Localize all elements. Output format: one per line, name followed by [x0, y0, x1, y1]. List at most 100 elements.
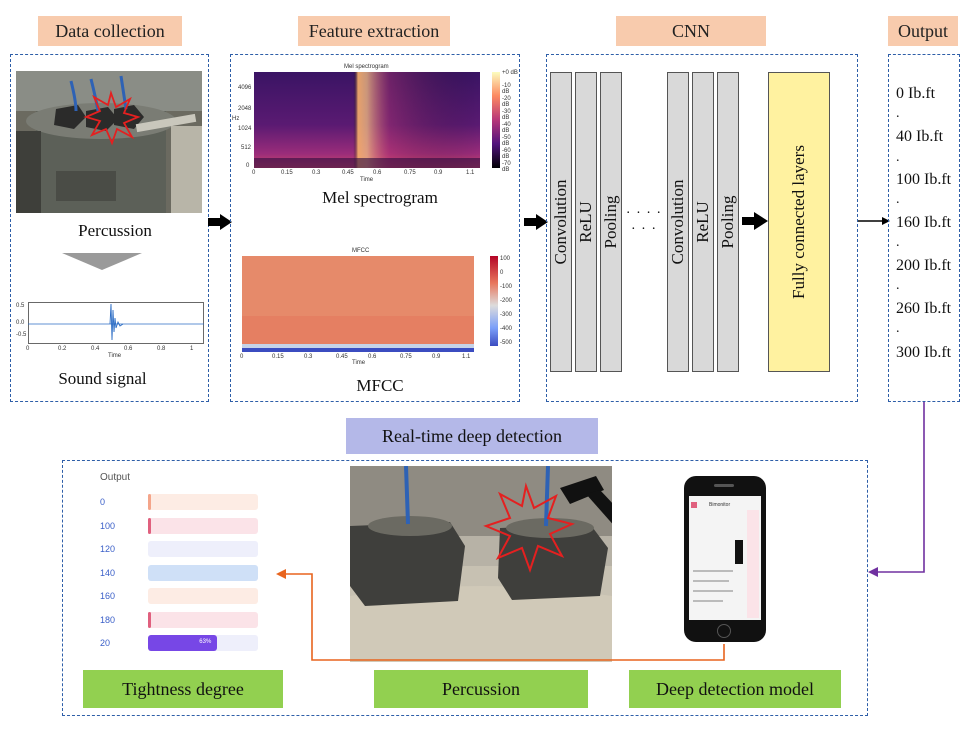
mfcc-xtick: 0.6	[368, 354, 377, 360]
mel-cbar: -20 dB	[502, 96, 511, 108]
cnn-layer-relu-2: ReLU	[692, 72, 714, 372]
app-bar-percent: 63%	[199, 639, 212, 645]
data-collection-box	[10, 54, 209, 402]
mfcc-xtick: 1.1	[462, 354, 471, 360]
mel-cbar: -40 dB	[502, 122, 511, 134]
mfcc-cbar: -400	[500, 326, 513, 332]
mfcc-xtick: 0.15	[272, 354, 284, 360]
down-arrow-icon	[62, 253, 142, 270]
percussion-caption: Percussion	[78, 221, 152, 240]
signal-xtick: 0.8	[157, 346, 166, 352]
header-feature-extraction: Feature extraction	[298, 16, 450, 46]
mel-ylabel: Hz	[232, 116, 240, 122]
output-value: 200 Ib.ft	[896, 257, 952, 274]
cnn-layer-relu: ReLU	[575, 72, 597, 372]
hammer-icon	[560, 476, 612, 524]
mel-xtick: 0.9	[434, 170, 443, 176]
mel-cbar: -50 dB	[502, 135, 511, 147]
phone-screen: Bimonitor	[689, 496, 761, 620]
mel-xtick: 0.3	[312, 170, 321, 176]
arrow-right-icon	[524, 214, 548, 230]
app-bar-fill	[148, 494, 151, 510]
app-bar-label: 160	[100, 591, 116, 601]
app-bar-fill	[148, 635, 218, 651]
output-dot: .	[896, 278, 900, 293]
output-box	[888, 54, 960, 402]
cnn-layer-pooling-2: Pooling	[717, 72, 739, 372]
output-dot: .	[896, 321, 900, 336]
output-value: 160 Ib.ft	[896, 214, 952, 231]
impact-star-icon	[483, 482, 576, 574]
mfcc-plot: MFCC 100 0 -100 -200 -300 -400 -500 0 0.…	[232, 248, 518, 366]
app-output-title: Output	[100, 472, 131, 483]
output-dot: .	[896, 106, 900, 121]
mel-title: Mel spectrogram	[344, 64, 389, 70]
app-bar-fill	[148, 517, 151, 534]
signal-xtick: 0.2	[58, 346, 67, 352]
mel-xtick: 1.1	[466, 170, 475, 176]
header-cnn: CNN	[616, 16, 766, 46]
arrow-right-icon	[742, 212, 768, 230]
app-bar-track	[148, 541, 258, 557]
mfcc-xtick: 0.45	[336, 354, 348, 360]
tightness-degree-label: Tightness degree	[83, 670, 283, 708]
signal-ytick: 0.5	[16, 303, 25, 309]
signal-xtick: 1	[190, 346, 194, 352]
sound-signal-caption: Sound signal	[58, 369, 147, 388]
mel-cbar: +0 dB	[502, 70, 518, 76]
output-value: 300 Ib.ft	[896, 344, 952, 361]
mfcc-xtick: 0.75	[400, 354, 412, 360]
mel-xtick: 0	[252, 170, 256, 176]
header-output: Output	[888, 16, 958, 46]
purple-connector-arrow	[868, 402, 925, 577]
mel-ytick: 0	[246, 163, 250, 169]
app-bar-fill	[148, 611, 152, 628]
mfcc-cbar: 100	[500, 256, 511, 262]
signal-xlabel: Time	[108, 353, 122, 359]
percussion-photo	[350, 466, 612, 662]
mel-xtick: 0.75	[404, 170, 416, 176]
signal-xtick: 0.6	[124, 346, 133, 352]
deep-detection-model-label: Deep detection model	[629, 670, 841, 708]
app-bar-track	[148, 494, 258, 510]
cnn-layer-convolution-2: Convolution	[667, 72, 689, 372]
output-dot: .	[896, 150, 900, 165]
mel-ytick: 512	[241, 145, 252, 151]
mel-ytick: 4096	[238, 85, 252, 91]
realtime-title: Real-time deep detection	[346, 418, 598, 454]
mel-xlabel: Time	[360, 177, 374, 183]
mel-cbar: -30 dB	[502, 109, 511, 121]
mel-xtick: 0.6	[373, 170, 382, 176]
phone-mockup: Bimonitor	[684, 476, 766, 642]
output-value: 260 Ib.ft	[896, 300, 952, 317]
mel-cbar: -60 dB	[502, 148, 511, 160]
signal-ytick: -0.5	[16, 332, 27, 338]
cnn-layer-convolution: Convolution	[550, 72, 572, 372]
app-bar-label: 100	[100, 520, 116, 531]
app-bar-label: 140	[100, 567, 116, 578]
output-value: 0 Ib.ft	[896, 85, 936, 102]
app-bar-label: 180	[100, 614, 116, 625]
bolt-photo	[16, 71, 202, 213]
feature-extraction-box	[230, 54, 520, 402]
mel-xtick: 0.45	[342, 170, 354, 176]
mfcc-xtick: 0	[240, 354, 244, 360]
mfcc-cbar: -200	[500, 298, 513, 304]
phone-app-title: Bimonitor	[709, 502, 731, 508]
phone-speaker	[714, 484, 734, 487]
mfcc-cbar: -100	[500, 284, 513, 290]
impact-star-icon	[83, 89, 141, 146]
phone-home-button	[717, 624, 731, 638]
mfcc-xtick: 0.3	[304, 354, 313, 360]
percussion-label: Percussion	[374, 670, 588, 708]
app-bar-track	[148, 517, 258, 534]
mfcc-cbar: -500	[500, 340, 513, 346]
output-value: 100 Ib.ft	[896, 171, 952, 188]
sound-signal-plot: 0.5 0.0 -0.5 0 0.2 0.4 0.6 0.8 1 Time	[16, 297, 206, 359]
cnn-layer-pooling: Pooling	[600, 72, 622, 372]
mel-cbar: -70 dB	[502, 161, 511, 173]
cnn-box	[546, 54, 858, 402]
mel-spectrogram-plot: Mel spectrogram	[232, 64, 518, 186]
orange-connector-arrow	[276, 569, 725, 661]
